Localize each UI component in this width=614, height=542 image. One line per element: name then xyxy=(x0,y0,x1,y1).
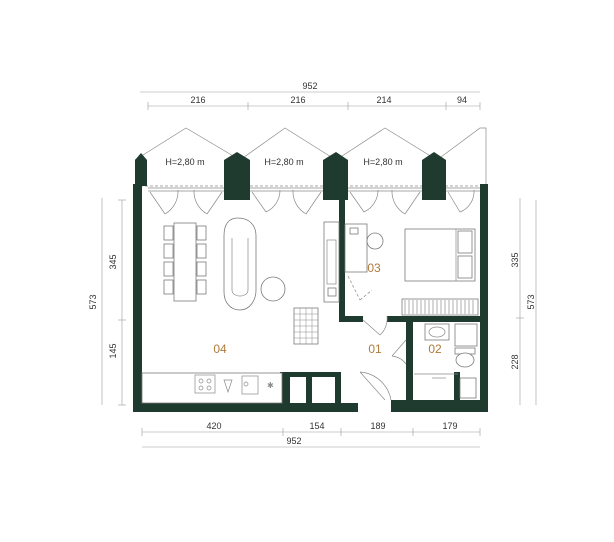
toilet xyxy=(455,352,475,368)
top-dimension-1: 216 xyxy=(190,95,205,105)
right-upper-dimension: 335 xyxy=(510,252,520,267)
left-total-dimension: 573 xyxy=(88,294,98,309)
top-dimension-4: 94 xyxy=(457,95,467,105)
height-label-3: H=2,80 m xyxy=(363,157,402,167)
bottom-dimension-4: 179 xyxy=(442,421,457,431)
room-label-01: 01 xyxy=(368,342,382,356)
media-unit xyxy=(323,221,340,303)
room-label-02: 02 xyxy=(428,342,442,356)
bottom-dimension-2: 154 xyxy=(309,421,324,431)
room-label-04: 04 xyxy=(213,342,227,356)
walls xyxy=(133,152,488,412)
washing-machine xyxy=(454,323,478,347)
desk-chair xyxy=(366,232,384,250)
windows xyxy=(148,187,480,215)
terrace-fold-lines xyxy=(134,127,487,187)
bottom-dimension-3: 189 xyxy=(370,421,385,431)
top-total-dimension: 952 xyxy=(302,81,317,91)
bedroom-door xyxy=(362,315,388,336)
top-dimensions: 952 216 216 214 94 xyxy=(140,81,481,110)
dining-table xyxy=(173,222,197,302)
wardrobe xyxy=(401,298,479,316)
kitchen-counter xyxy=(141,372,283,404)
coffee-table xyxy=(260,276,286,302)
left-upper-dimension: 345 xyxy=(108,254,118,269)
entrance-door xyxy=(359,371,392,401)
bathroom-door xyxy=(391,339,407,365)
height-label-2: H=2,80 m xyxy=(264,157,303,167)
bathroom-sink xyxy=(424,323,450,341)
top-dimension-3: 214 xyxy=(376,95,391,105)
right-dimensions: 335 228 573 xyxy=(510,198,537,405)
left-lower-dimension: 145 xyxy=(108,343,118,358)
right-total-dimension: 573 xyxy=(526,294,536,309)
svg-text:✱: ✱ xyxy=(267,381,274,390)
room-label-03: 03 xyxy=(367,261,381,275)
right-lower-dimension: 228 xyxy=(510,354,520,369)
left-dimensions: 573 345 145 xyxy=(88,198,126,406)
bottom-dimensions: 420 154 189 179 952 xyxy=(141,421,481,448)
height-label-1: H=2,80 m xyxy=(165,157,204,167)
bottom-total-dimension: 952 xyxy=(286,436,301,446)
furniture: ✱ xyxy=(141,217,479,404)
desk xyxy=(344,223,368,273)
top-dimension-2: 216 xyxy=(290,95,305,105)
bottom-dimension-1: 420 xyxy=(206,421,221,431)
